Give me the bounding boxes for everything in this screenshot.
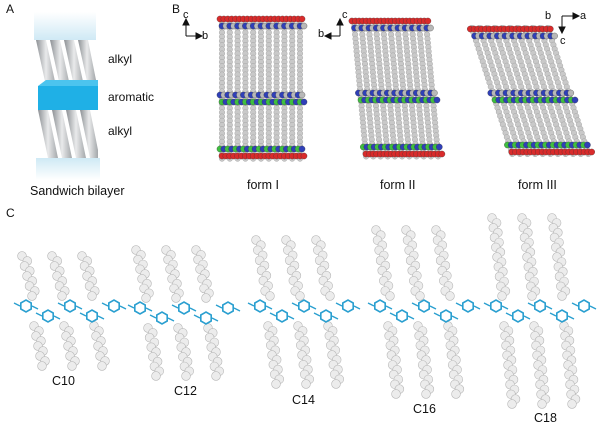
axis-c-form3: c	[560, 35, 566, 47]
c10-packing	[13, 251, 127, 371]
axis-c-form2: c	[342, 9, 348, 21]
axis-b-form2: b	[318, 28, 325, 40]
panel-label-c: C	[6, 206, 15, 220]
c18-label: C18	[534, 411, 557, 425]
top-cap	[34, 12, 96, 40]
upper-alkyl-slabs	[36, 40, 96, 86]
aromatic-core-block	[38, 86, 98, 110]
form3-structure	[467, 25, 595, 157]
axis-b-form3: b	[545, 10, 552, 22]
c16-label: C16	[413, 402, 436, 416]
axis-a-form3: a	[580, 10, 587, 22]
form1-caption: form I	[247, 178, 279, 192]
axis-b-form1: b	[202, 30, 209, 42]
form1-structure	[216, 15, 308, 162]
bottom-cap	[36, 158, 100, 180]
form3-caption: form III	[518, 178, 557, 192]
sandwich-bilayer-caption: Sandwich bilayer	[30, 184, 125, 198]
panel-label-a: A	[6, 2, 15, 16]
alkyl-label-bottom: alkyl	[108, 124, 133, 138]
c10-label: C10	[52, 374, 75, 388]
c14-label: C14	[292, 393, 315, 407]
panel-label-b: B	[172, 2, 181, 16]
c12-packing	[127, 245, 241, 381]
alkyl-label-top: alkyl	[108, 52, 133, 66]
c12-label: C12	[174, 384, 197, 398]
c14-packing	[247, 235, 361, 389]
form2-structure	[348, 17, 446, 160]
axis-c-form1: c	[183, 9, 189, 21]
form2-caption: form II	[380, 178, 416, 192]
c18-packing	[483, 213, 597, 409]
c16-packing	[367, 225, 481, 399]
aromatic-label: aromatic	[108, 90, 155, 104]
lower-alkyl-slabs	[38, 110, 98, 158]
